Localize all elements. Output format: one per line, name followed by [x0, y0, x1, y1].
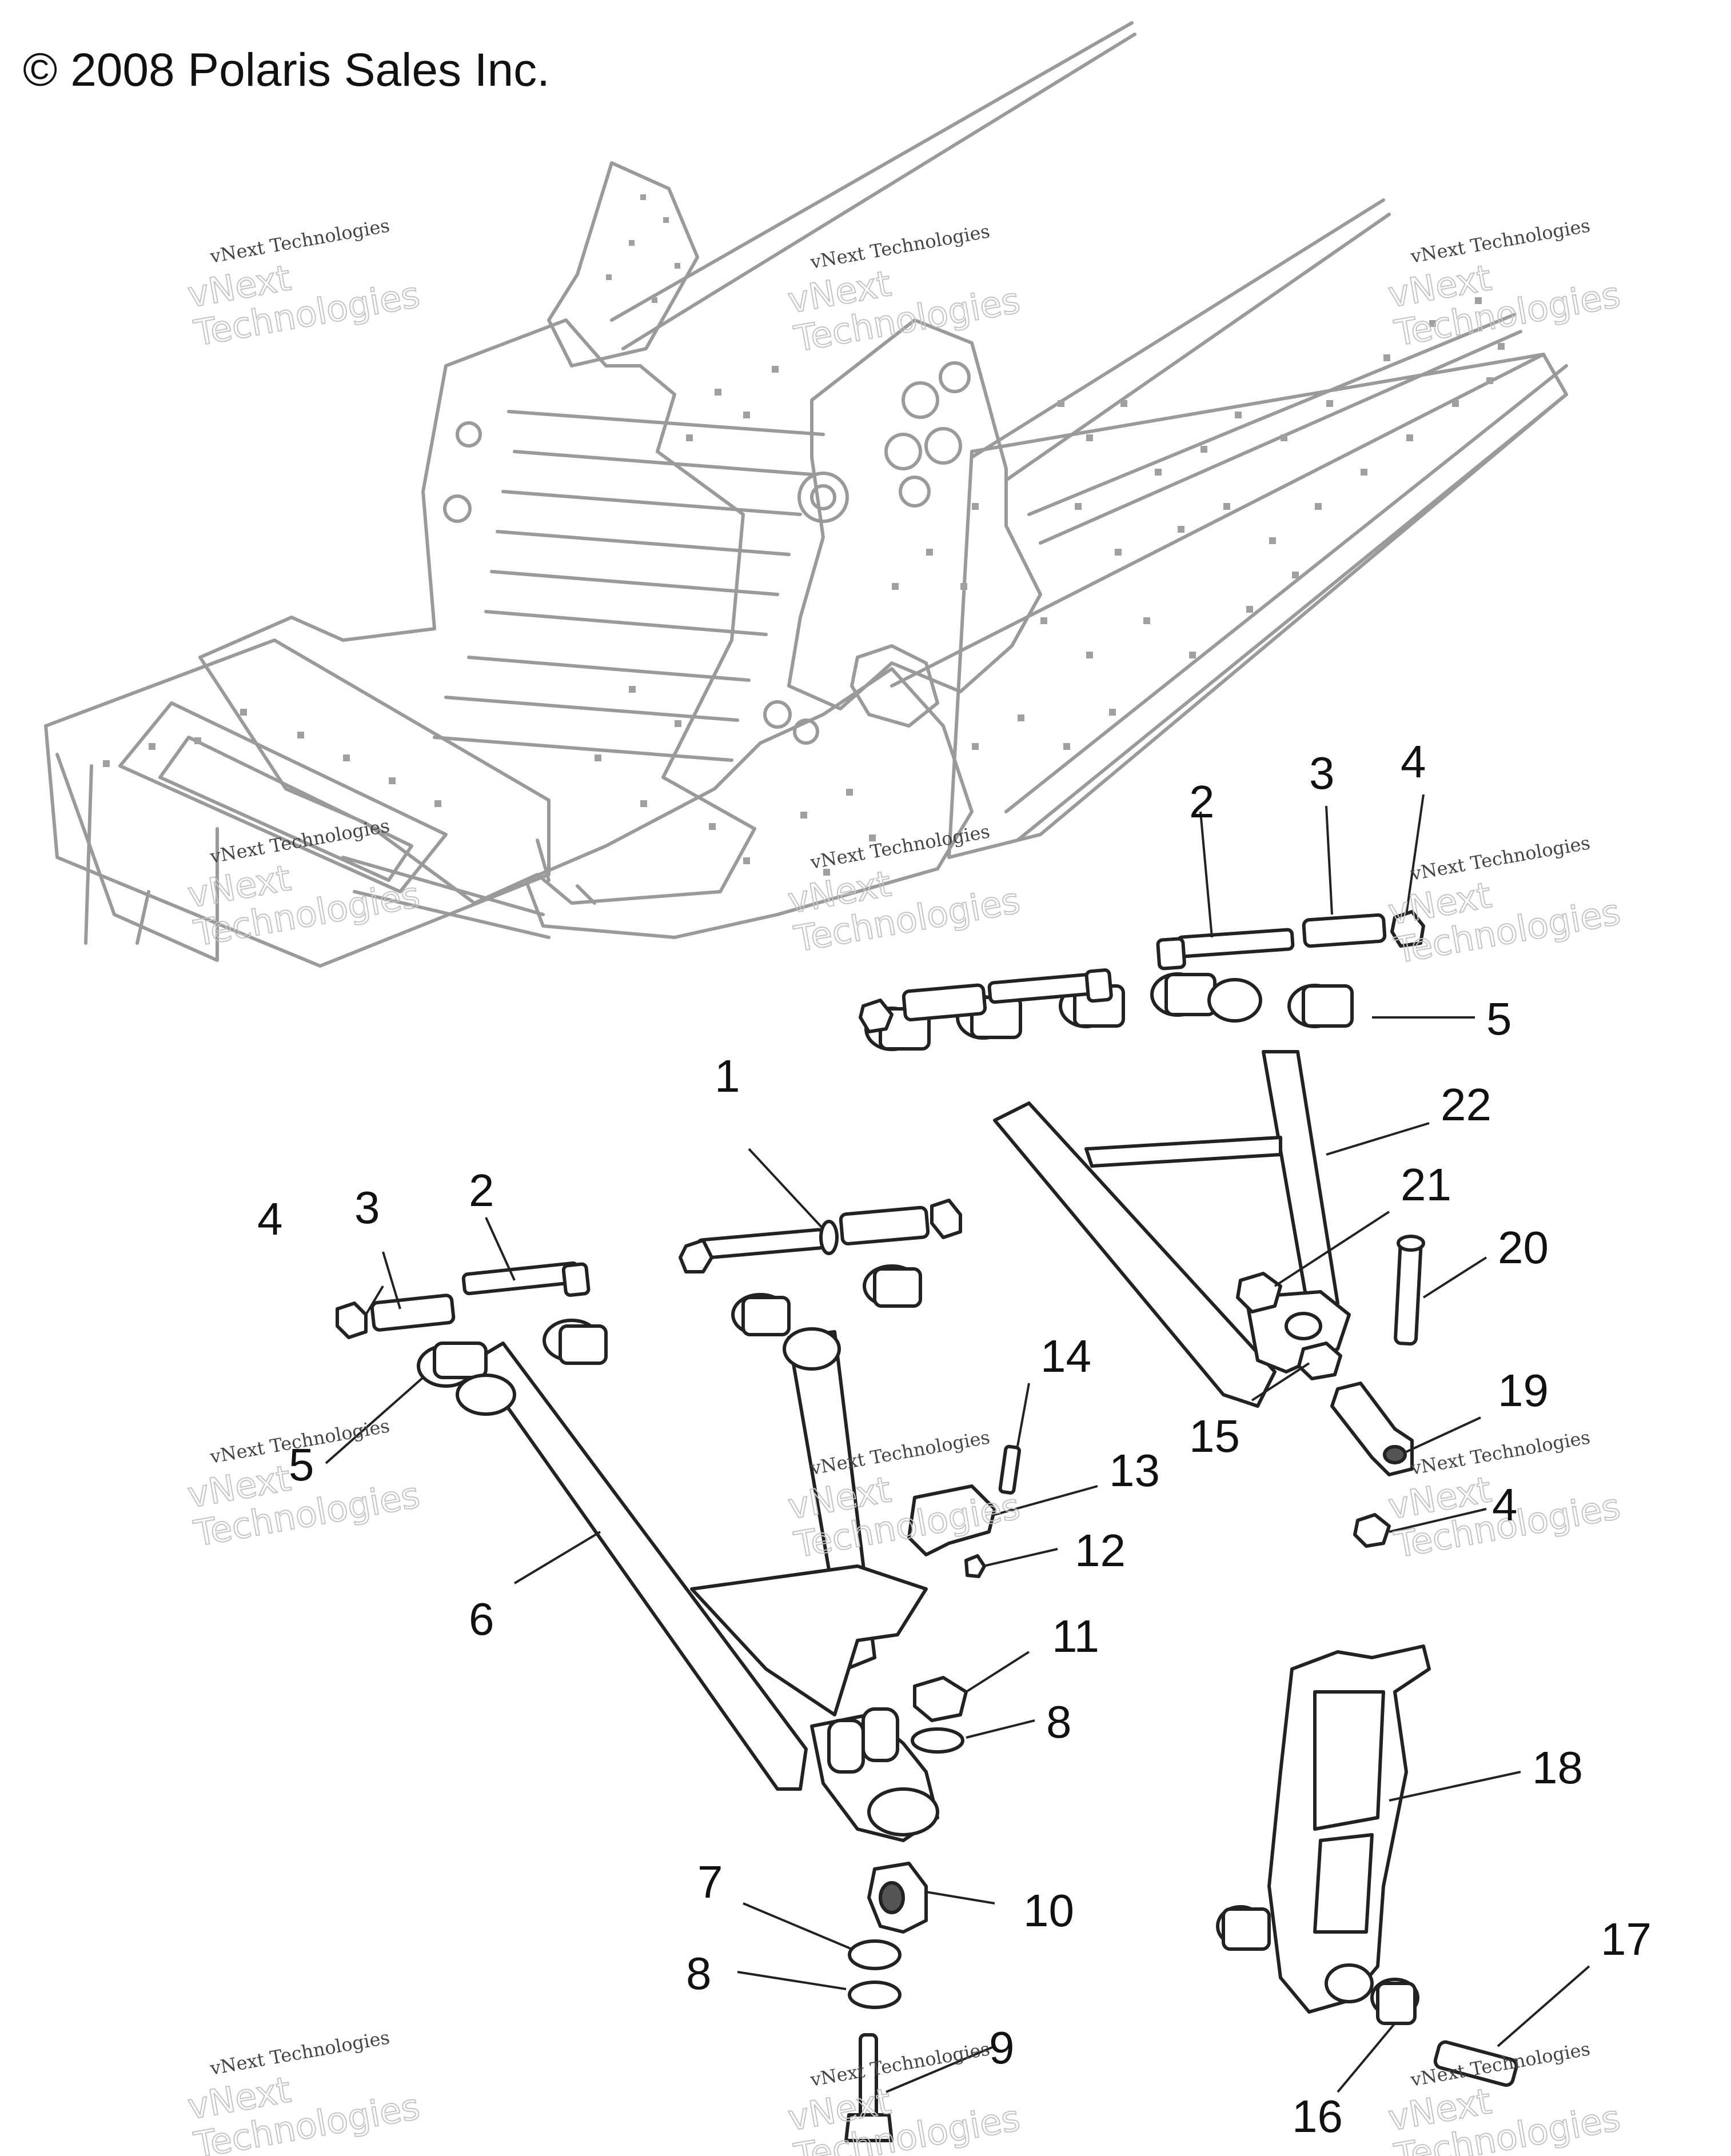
callout-7: 7 [697, 1856, 723, 1907]
spindle [1267, 1644, 1431, 2014]
callout-5-upper: 5 [1486, 993, 1512, 1044]
callout-4-lower: 4 [257, 1193, 283, 1244]
castle-nut [913, 1676, 968, 1722]
callout-labels: 1 2 2 3 3 4 4 4 5 5 6 7 8 8 9 10 11 12 1… [257, 736, 1652, 2142]
bracket-bolt [998, 1444, 1021, 1495]
washer-lower [848, 1981, 902, 2009]
spindle-sleeve [1433, 2040, 1518, 2087]
callout-11: 11 [1052, 1611, 1099, 1662]
callout-8-lower: 8 [686, 1948, 712, 1999]
callout-2-upper: 2 [1189, 776, 1215, 827]
upper-a-arm [993, 1101, 1277, 1408]
callout-8-upper: 8 [1046, 1696, 1072, 1747]
svg-text:vNext Technologies: vNext Technologies [808, 2038, 992, 2091]
tie-rod-jam-nut [1297, 1341, 1342, 1380]
washer-upper [911, 1727, 964, 1754]
svg-text:vNext Technologies: vNext Technologies [808, 220, 992, 273]
callout-9: 9 [989, 2022, 1015, 2073]
callout-12: 12 [1075, 1525, 1126, 1576]
svg-text:vNext Technologies: vNext Technologies [208, 815, 392, 868]
callout-3-lower: 3 [354, 1182, 380, 1233]
pivot-sleeve-lower [370, 1293, 456, 1332]
svg-text:vNext Technologies: vNext Technologies [808, 820, 992, 873]
callout-22: 22 [1441, 1079, 1491, 1130]
bracket-nut [964, 1554, 986, 1578]
svg-text:vNext Technologies: vNext Technologies [208, 2026, 392, 2079]
lower-a-arm-assembly [336, 1199, 1021, 2142]
lower-a-arm [473, 1341, 808, 1791]
nut-lower [336, 1301, 368, 1339]
svg-text:vNext Technologies: vNext Technologies [1409, 1426, 1592, 1479]
callout-16: 16 [1292, 2091, 1343, 2142]
pivot-bolt-upper [696, 1228, 826, 1260]
tie-rod-nut [1353, 1513, 1391, 1548]
callout-4-upper: 4 [1401, 736, 1426, 787]
upper-nut [1390, 910, 1425, 948]
callout-6: 6 [469, 1594, 494, 1644]
callout-14: 14 [1040, 1331, 1091, 1382]
callout-2-lower: 2 [469, 1165, 494, 1216]
callout-21: 21 [1401, 1159, 1451, 1210]
snap-ring [848, 1939, 902, 1970]
callout-10: 10 [1023, 1885, 1074, 1936]
callout-3-upper: 3 [1309, 748, 1335, 798]
callout-1: 1 [715, 1051, 740, 1101]
callout-18: 18 [1532, 1742, 1583, 1793]
svg-text:vNext Technologies: vNext Technologies [1409, 214, 1592, 267]
watermark-text: vNext Technologies [208, 214, 392, 267]
upper-ball-joint-nut [1236, 1272, 1282, 1313]
callout-20: 20 [1498, 1222, 1549, 1273]
callout-4-right: 4 [1492, 1479, 1518, 1530]
upper-pivot-bolt [1176, 928, 1295, 959]
upper-pivot-sleeve [1302, 913, 1387, 948]
callout-15: 15 [1189, 1411, 1240, 1462]
pivot-bolt-lower [461, 1261, 580, 1296]
chassis-frame [44, 21, 1568, 968]
copyright-text: © 2008 Polaris Sales Inc. [23, 44, 550, 96]
spindle-pin [1394, 1239, 1423, 1346]
callout-17: 17 [1601, 1914, 1652, 1965]
upper-a-arm-assembly [859, 910, 1518, 2087]
callout-13: 13 [1109, 1445, 1160, 1496]
brake-line-bracket [907, 1484, 996, 1556]
callout-19: 19 [1498, 1365, 1549, 1416]
lower-arm-gusset [690, 1564, 928, 1716]
svg-text:vNext Technologies: vNext Technologies [1409, 832, 1592, 885]
washer-1 [819, 1220, 839, 1255]
leader-lines [325, 794, 1590, 2093]
callout-5-lower: 5 [289, 1439, 314, 1490]
